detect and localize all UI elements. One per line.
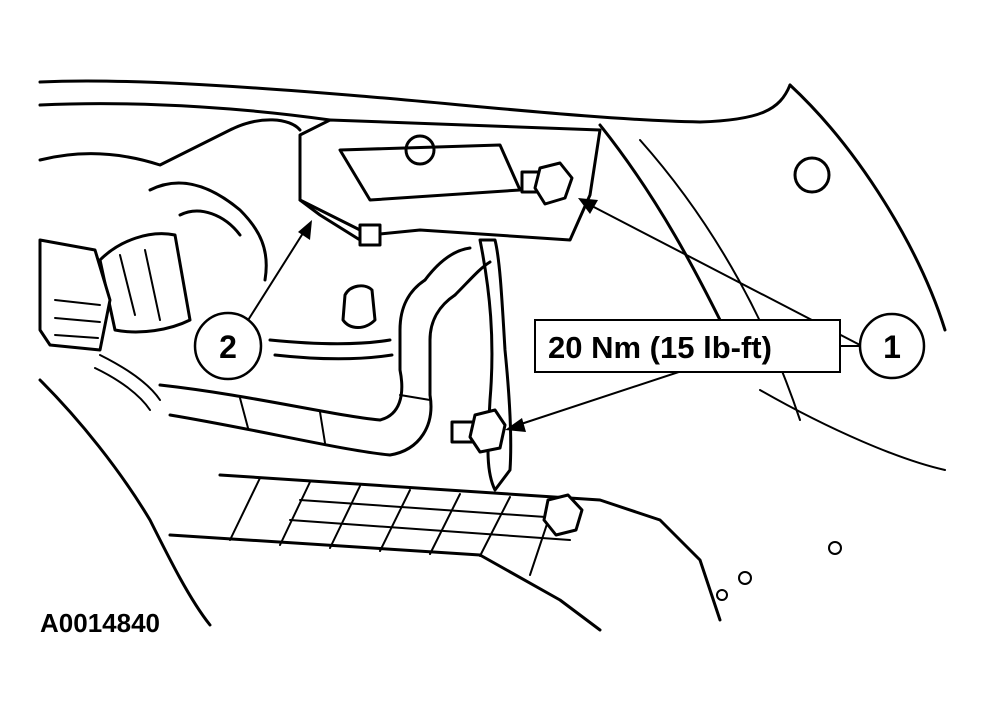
hose-bands (239, 394, 431, 444)
figure-id: A0014840 (40, 608, 160, 638)
callout-2-number: 2 (219, 329, 237, 365)
left-hose-lower (178, 209, 242, 237)
left-panel (38, 118, 302, 167)
grille-top-edge (218, 473, 722, 622)
grille-bolt (542, 493, 584, 537)
left-hose-upper (148, 181, 268, 282)
torque-spec-box (534, 319, 841, 373)
callout-2-arrow (298, 220, 312, 240)
grille-ribs-lower (289, 499, 571, 541)
grille-ribs (229, 477, 556, 576)
callout-2-leader (244, 229, 306, 326)
small-hole (828, 541, 842, 555)
mount-hole (793, 156, 831, 194)
small-fitting (341, 284, 377, 329)
callout-2-circle (193, 311, 263, 381)
left-frame (38, 378, 212, 627)
callout-1-arrow-upper (578, 198, 598, 214)
hose-main-upper (158, 278, 427, 422)
hood-inner-edge (38, 102, 332, 122)
pipe-mid (268, 338, 394, 361)
connector-pins (54, 299, 101, 339)
housing-right-outline (788, 83, 947, 332)
connector-wires (94, 354, 161, 411)
small-hole (738, 571, 752, 585)
housing-right-inner (598, 123, 722, 322)
hose-main-lower (168, 293, 457, 457)
upper-bolt-head (533, 161, 574, 206)
left-bracket (98, 232, 192, 334)
hood-outline (38, 79, 792, 124)
callout-1-circle (858, 312, 926, 380)
callout-1-number: 1 (883, 329, 901, 365)
lower-bolt-head (468, 408, 507, 454)
grille-bottom-edge (168, 533, 602, 632)
hose-vertical (423, 246, 492, 297)
housing-arc (639, 139, 801, 421)
wire-connector (38, 238, 112, 352)
housing-lower-edge (759, 389, 946, 471)
left-bracket-detail (119, 249, 161, 321)
callout-1-leader-lower (517, 364, 701, 426)
sensor-top-face (338, 143, 522, 202)
torque-spec: 20 Nm (15 lb-ft) (548, 330, 772, 365)
sensor-tab (358, 223, 382, 247)
callout-1-arrow-lower (505, 418, 526, 432)
small-hole (716, 589, 728, 601)
ground-strap (478, 238, 513, 492)
sensor-port (404, 134, 436, 166)
